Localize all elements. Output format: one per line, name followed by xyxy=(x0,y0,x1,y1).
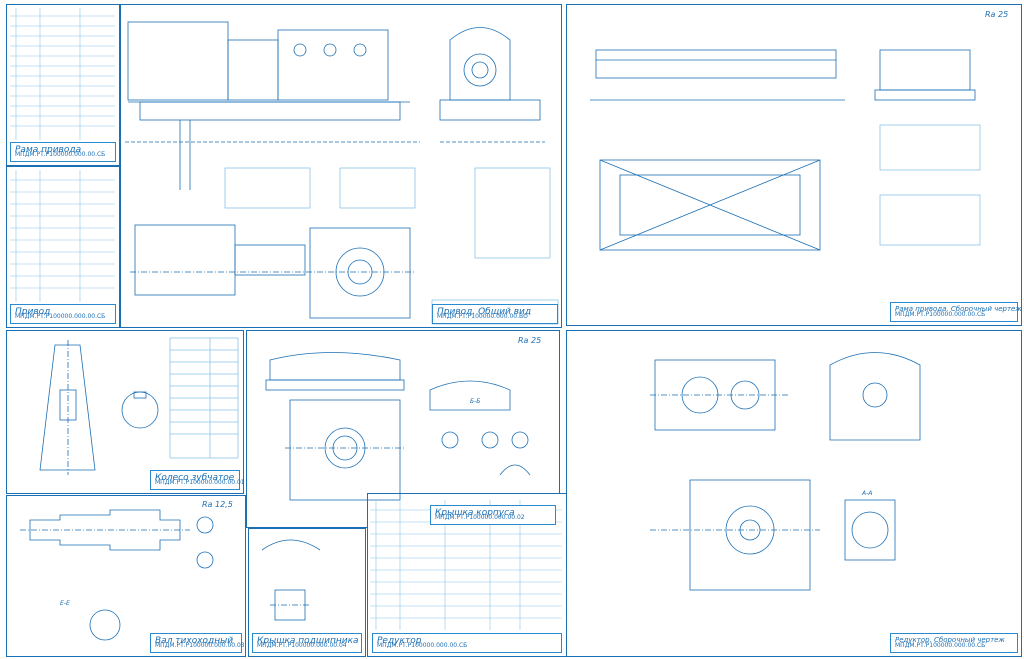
section-label: Б-Б xyxy=(470,398,481,405)
stamp-title: Редуктор xyxy=(377,636,422,646)
spec-table-2 xyxy=(10,170,115,302)
stamp-code: МПДМ.РТ.Р100000.000.00.03 xyxy=(155,642,245,649)
stamp-title: Крышка корпуса xyxy=(435,508,515,518)
reducer-section-aa xyxy=(844,499,896,561)
spec-table-1 xyxy=(10,8,115,140)
sheet-shaft xyxy=(6,495,246,657)
stamp-code: МПДМ.РТ.Р100000.000.00.СБ xyxy=(15,151,106,158)
section-label: А-А xyxy=(862,490,873,497)
sheet-reducer-assembly xyxy=(566,330,1022,657)
housing-cover-front xyxy=(265,352,405,391)
weld-notes xyxy=(879,124,981,246)
stamp-code: МПДМ.РТ.Р100000.000.00.ВО xyxy=(437,313,528,320)
stamp-code: МПДМ.РТ.Р100000.000.00.СБ xyxy=(377,642,468,649)
stamp-code: МПДМ.РТ.Р100000.000.00.СБ xyxy=(895,311,986,318)
reducer-end-view xyxy=(829,352,921,441)
stamp-title: Привод xyxy=(15,307,51,317)
stamp-title: Колесо зубчатое xyxy=(155,473,235,483)
stamp-drive-spec: Привод МПДМ.РТ.Р100000.000.00.СБ xyxy=(10,304,116,324)
stamp-title: Рама привода xyxy=(15,145,82,155)
stamp-code: МПДМ.РТ.Р100000.000.00.01 xyxy=(155,479,245,486)
section-label: Е-Е xyxy=(60,600,70,607)
stamp-title: Вал тихоходный xyxy=(155,636,234,646)
stamp-housing-cover: Крышка корпуса МПДМ.РТ.Р100000.000.00.02 xyxy=(430,505,556,525)
housing-cover-side xyxy=(429,380,531,476)
gear-wheel-section xyxy=(39,340,96,475)
sheet-drive-spec xyxy=(6,166,120,328)
stamp-shaft: Вал тихоходный МПДМ.РТ.Р100000.000.00.03 xyxy=(150,633,245,653)
stamp-code: МПДМ.РТ.Р100000.000.00.СБ xyxy=(15,313,106,320)
roughness-tag: Ra 25 xyxy=(518,336,542,345)
sheet-gear-wheel xyxy=(6,330,244,494)
shaft-view xyxy=(20,509,214,641)
stamp-title: Рама привода. Сборочный чертеж xyxy=(895,305,1022,313)
roughness-tag: Ra 25 xyxy=(985,10,1009,19)
stamp-code: МПДМ.РТ.Р100000.000.00.04 xyxy=(257,642,347,649)
stamp-frame-assembly: Рама привода. Сборочный чертеж МПДМ.РТ.Р… xyxy=(890,302,1022,322)
stamp-bearing-cap: Крышка подшипника МПДМ.РТ.Р100000.000.00… xyxy=(252,633,362,653)
frame-front-view xyxy=(590,49,845,101)
stamp-code: МПДМ.РТ.Р100000.000.00.02 xyxy=(435,514,525,521)
sheet-drive-assembly xyxy=(120,4,562,328)
gear-params-table xyxy=(169,337,239,459)
drive-end-view xyxy=(439,27,545,143)
drive-side-view xyxy=(125,21,420,190)
frame-plan-view xyxy=(599,159,821,251)
housing-cover-plan xyxy=(285,399,405,501)
stamp-reducer-spec: Редуктор МПДМ.РТ.Р100000.000.00.СБ xyxy=(372,633,562,653)
bearing-cap-view xyxy=(261,539,321,621)
reducer-section-view xyxy=(650,359,790,431)
stamp-title: Редуктор. Сборочный чертеж xyxy=(895,636,1005,644)
sheet-frame-assembly xyxy=(566,4,1022,326)
stamp-gear-wheel: Колесо зубчатое МПДМ.РТ.Р100000.000.00.0… xyxy=(150,470,245,490)
stamp-title: Крышка подшипника xyxy=(257,636,359,646)
stamp-title: Привод. Общий вид xyxy=(437,307,532,317)
frame-side-view xyxy=(874,49,976,101)
gear-wheel-hub-view xyxy=(121,391,159,429)
stamp-reducer-assembly: Редуктор. Сборочный чертеж МПДМ.РТ.Р1000… xyxy=(890,633,1018,653)
stamp-code: МПДМ.РТ.Р100000.000.00.СБ xyxy=(895,642,986,649)
drive-plan-view xyxy=(130,224,415,319)
stamp-drive-frame-spec: Рама привода МПДМ.РТ.Р100000.000.00.СБ xyxy=(10,142,116,162)
reducer-plan-view xyxy=(650,479,820,591)
stamp-drive-assembly: Привод. Общий вид МПДМ.РТ.Р100000.000.00… xyxy=(432,304,558,324)
roughness-tag: Ra 12,5 xyxy=(202,500,233,509)
drive-notes-boxes xyxy=(224,167,559,325)
sheet-drive-frame-spec xyxy=(6,4,120,166)
